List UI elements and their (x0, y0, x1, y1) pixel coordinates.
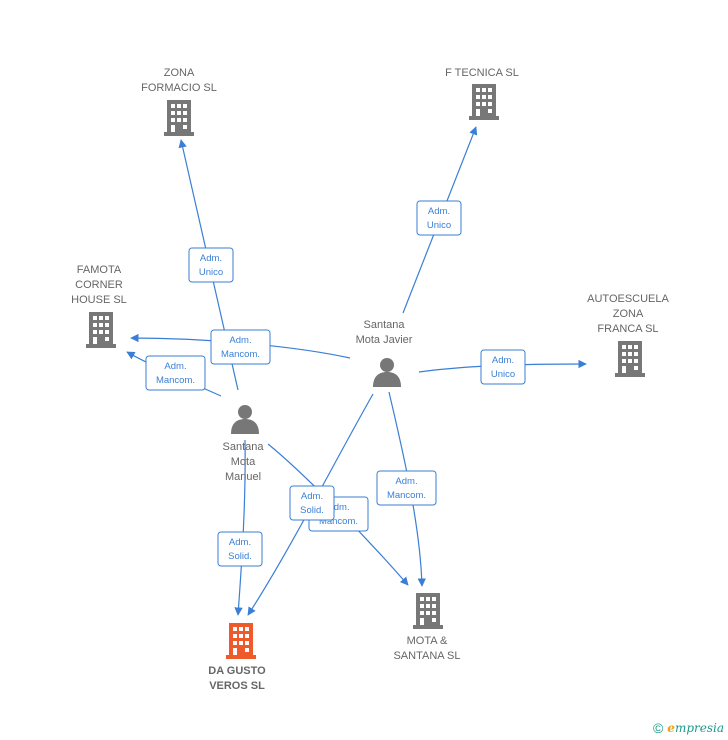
edge-label-text: Mancom. (156, 375, 195, 386)
edge-label-manuel-zona[interactable]: Adm. Unico (188, 247, 234, 283)
node-autoescuela[interactable]: AUTOESCUELA ZONA FRANCA SL (587, 293, 670, 377)
highlighted-building-icon (226, 623, 256, 659)
node-label: Santana (223, 441, 265, 453)
edge-label-box (416, 200, 462, 236)
edge-manuel-dagusto (234, 439, 246, 616)
node-dagusto[interactable]: DA GUSTO VEROS SL (208, 623, 266, 692)
edge-label-box (188, 247, 234, 283)
building-icon (469, 84, 499, 120)
node-label: SANTANA SL (393, 650, 460, 662)
edge-label-text: Mancom. (387, 490, 426, 501)
person-icon (373, 358, 401, 387)
copyright-icon: © (652, 720, 664, 736)
edge-label-text: Adm. (492, 355, 514, 366)
edge-label-javier-famota[interactable]: Adm. Mancom. (210, 329, 271, 365)
nodes-layer: ZONA FORMACIO SL F TECNICA SL FAMOTA CORNER H… (71, 67, 669, 692)
edge-label-text: Adm. (395, 476, 417, 487)
edge-label-text: Mancom. (221, 349, 260, 360)
node-label: Santana (364, 319, 406, 331)
edge-label-text: Unico (427, 220, 451, 231)
building-icon (164, 100, 194, 136)
node-mota[interactable]: MOTA & SANTANA SL (393, 593, 461, 662)
node-famota[interactable]: FAMOTA CORNER HOUSE SL (71, 264, 127, 348)
edge-label-javier-mota[interactable]: Adm. Mancom. (376, 470, 437, 506)
node-label: ZONA (164, 67, 195, 79)
node-label: FAMOTA (77, 264, 122, 276)
node-label: F TECNICA SL (445, 67, 519, 79)
edge-label-text: Adm. (301, 491, 323, 502)
person-icon (231, 405, 259, 434)
edge-label-box (289, 485, 335, 521)
edge-label-box (217, 531, 263, 567)
edge-label-manuel-dagusto[interactable]: Adm. Solid. (217, 531, 263, 567)
edge-label-box (210, 329, 271, 365)
edge-labels-layer: Adm.UnicoAdm.UnicoAdm.Mancom.Adm.Mancom.… (145, 200, 526, 567)
node-label: Mota (231, 456, 256, 468)
edge-label-text: Unico (199, 267, 223, 278)
node-label: CORNER (75, 279, 123, 291)
node-label: VEROS SL (209, 680, 265, 692)
node-label: ZONA (613, 308, 644, 320)
edge-label-box (376, 470, 437, 506)
edge-label-javier-dagusto[interactable]: Adm. Solid. (289, 485, 335, 521)
building-icon (413, 593, 443, 629)
node-label: Mota Javier (356, 334, 413, 346)
edge-label-text: Adm. (428, 206, 450, 217)
edge-label-box (480, 349, 526, 385)
brand-logo: empresia (667, 721, 724, 735)
edge-label-text: Solid. (300, 505, 324, 516)
edge-label-text: Mancom. (319, 516, 358, 527)
edge-label-manuel-famota[interactable]: Adm. Mancom. (145, 355, 206, 391)
building-icon (615, 341, 645, 377)
node-label: FRANCA SL (597, 323, 658, 335)
node-label: HOUSE SL (71, 294, 127, 306)
edge-label-text: Unico (491, 369, 515, 380)
edge-label-text: Adm. (164, 361, 186, 372)
building-icon (86, 312, 116, 348)
node-label: Manuel (225, 471, 261, 483)
edge-label-text: Adm. (229, 537, 251, 548)
node-label: AUTOESCUELA (587, 293, 669, 305)
edge-label-box (145, 355, 206, 391)
edge-label-javier-autoescuela[interactable]: Adm. Unico (480, 349, 526, 385)
node-label: MOTA & (407, 635, 448, 647)
node-ftecnica[interactable]: F TECNICA SL (445, 67, 519, 120)
footer-brand[interactable]: © empresia (653, 720, 724, 736)
node-zona[interactable]: ZONA FORMACIO SL (141, 67, 217, 136)
edge-label-javier-ftecnica[interactable]: Adm. Unico (416, 200, 462, 236)
node-label: FORMACIO SL (141, 82, 217, 94)
edge-label-text: Adm. (229, 335, 251, 346)
edge-label-text: Adm. (327, 502, 349, 513)
edge-label-text: Adm. (200, 253, 222, 264)
edge-label-text: Solid. (228, 551, 252, 562)
node-label: DA GUSTO (208, 665, 266, 677)
